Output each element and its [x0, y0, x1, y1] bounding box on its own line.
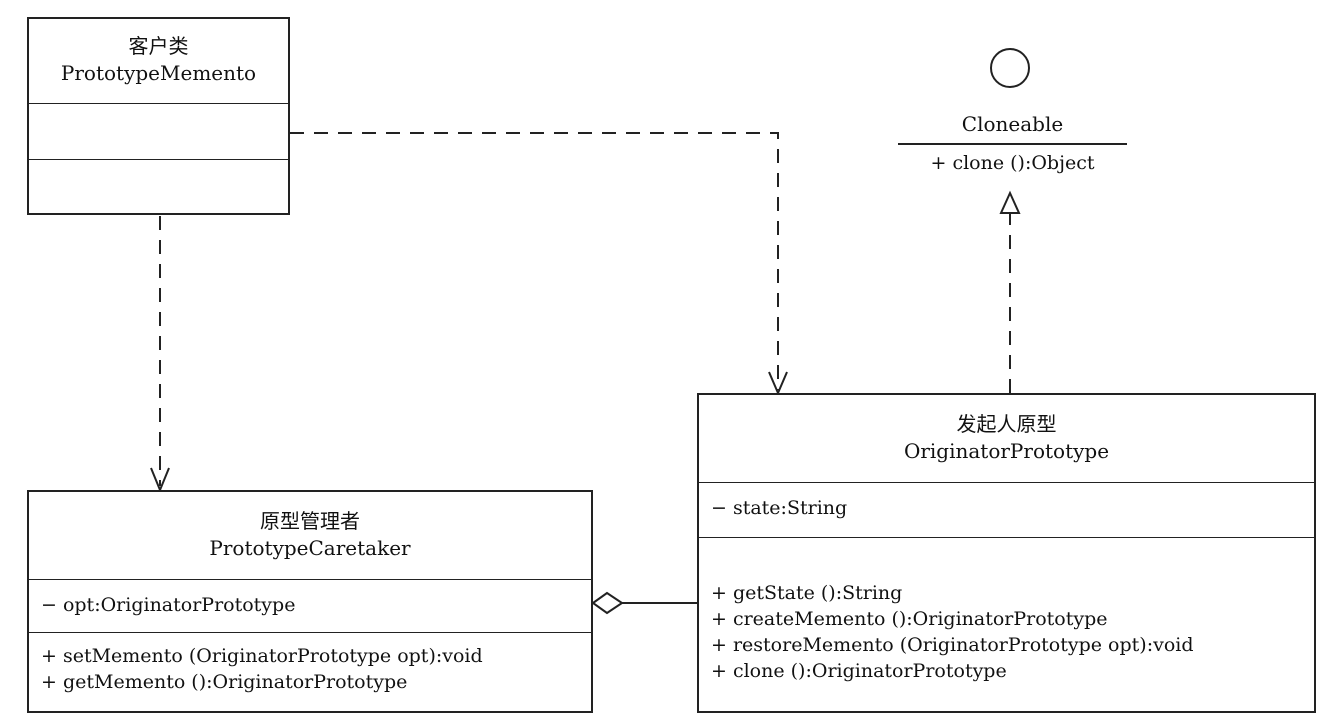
realization-triangle — [999, 190, 1021, 214]
originator-operation: + clone ():OriginatorPrototype — [711, 660, 1007, 682]
originator-class: 发起人原型 OriginatorPrototype − state:String… — [697, 393, 1316, 713]
originator-operation: + restoreMemento (OriginatorPrototype op… — [711, 634, 1194, 656]
originator-class-title-en: OriginatorPrototype — [903, 439, 1110, 463]
caretaker-operation: + getMemento ():OriginatorPrototype — [41, 671, 408, 693]
originator-class-header: 发起人原型 OriginatorPrototype — [699, 395, 1314, 483]
interface-name: Cloneable — [961, 112, 1064, 136]
client-class-operations — [29, 160, 288, 213]
interface-operation: + clone ():Object — [930, 152, 1095, 174]
dependency-arrowhead-caretaker — [150, 467, 170, 493]
caretaker-attribute: − opt:OriginatorPrototype — [41, 594, 296, 616]
client-originator-dependency — [290, 132, 779, 390]
originator-class-operations: + getState ():String + createMemento ():… — [699, 538, 1314, 684]
originator-operation: + createMemento ():OriginatorPrototype — [711, 608, 1108, 630]
caretaker-class: 原型管理者 PrototypeCaretaker − opt:Originato… — [27, 490, 593, 713]
client-class-title-en: PrototypeMemento — [60, 61, 257, 85]
originator-class-attributes: − state:String — [699, 483, 1314, 538]
caretaker-class-title-en: PrototypeCaretaker — [209, 536, 411, 560]
caretaker-operation: + setMemento (OriginatorPrototype opt):v… — [41, 645, 483, 667]
interface-circle — [990, 48, 1030, 88]
caretaker-class-title-cn: 原型管理者 — [260, 509, 360, 533]
caretaker-class-header: 原型管理者 PrototypeCaretaker — [29, 492, 591, 580]
client-class-attributes — [29, 104, 288, 160]
originator-operation: + getState ():String — [711, 582, 903, 604]
client-class: 客户类 PrototypeMemento — [27, 17, 290, 215]
aggregation-diamond — [591, 591, 624, 615]
originator-class-title-cn: 发起人原型 — [956, 412, 1057, 436]
client-class-header: 客户类 PrototypeMemento — [29, 19, 288, 104]
originator-attribute: − state:String — [711, 497, 848, 519]
client-class-title-cn: 客户类 — [128, 34, 189, 58]
caretaker-class-attributes: − opt:OriginatorPrototype — [29, 580, 591, 633]
caretaker-class-operations: + setMemento (OriginatorPrototype opt):v… — [29, 633, 591, 695]
